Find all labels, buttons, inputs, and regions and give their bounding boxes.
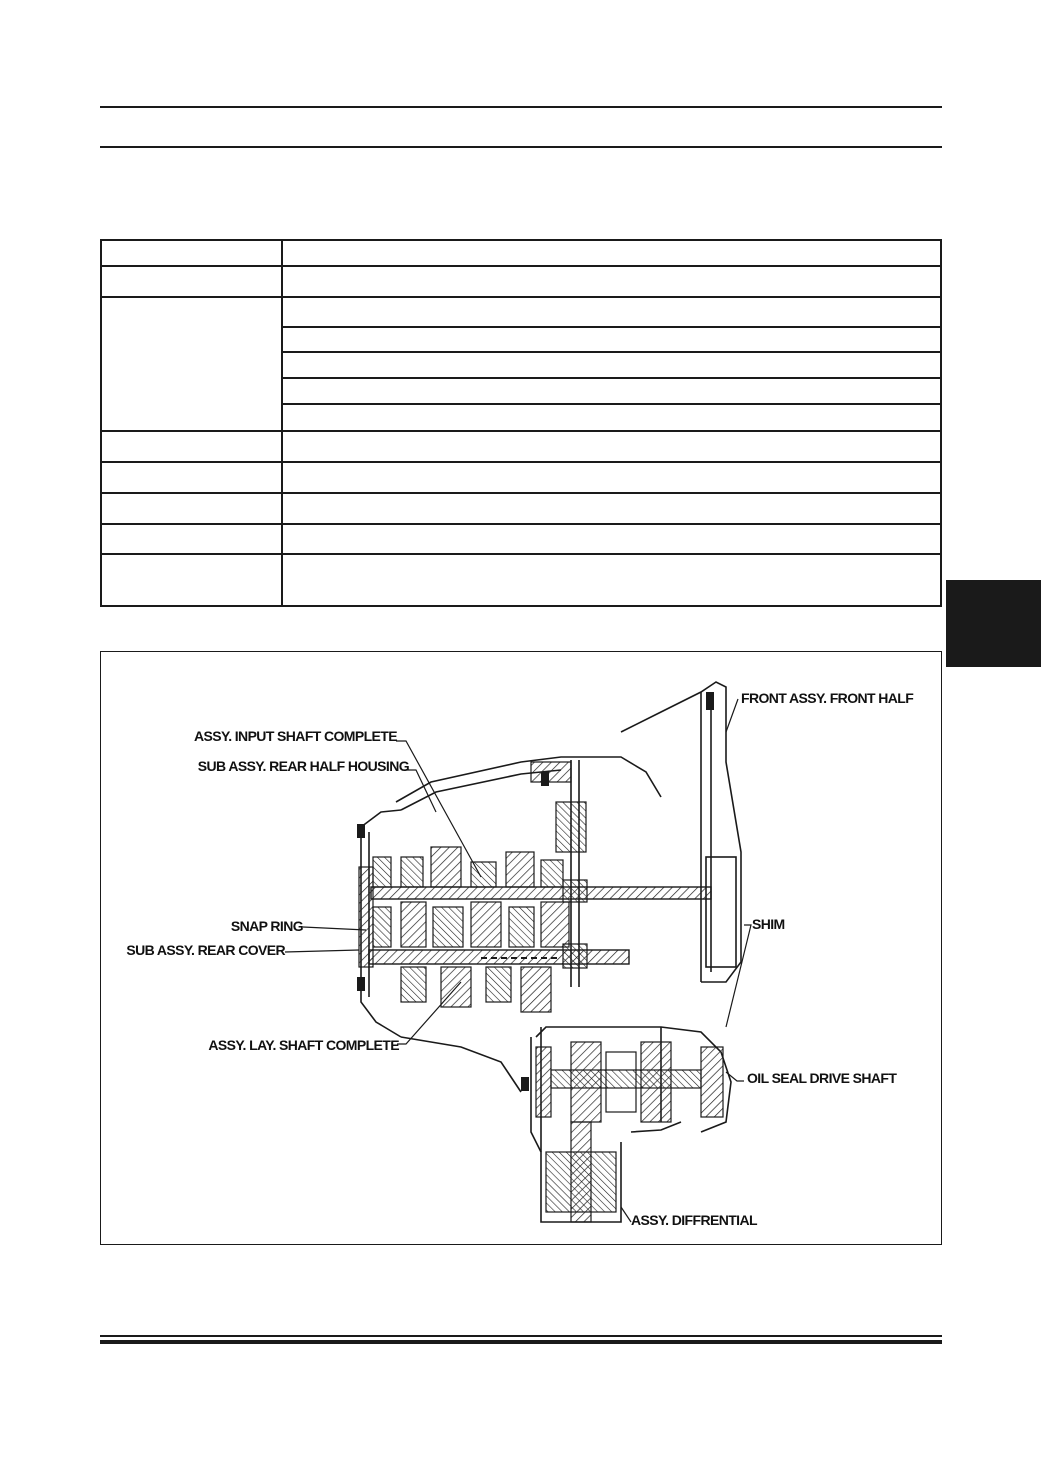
table-row-divider — [102, 553, 940, 555]
table-row-divider — [102, 461, 940, 463]
label-snap-ring: SNAP RING — [230, 918, 304, 934]
table-row-divider — [102, 296, 940, 298]
transaxle-cross-section-figure: FRONT ASSY. FRONT HALF ASSY. INPUT SHAFT… — [100, 651, 942, 1245]
label-input-shaft-complete: ASSY. INPUT SHAFT COMPLETE — [194, 728, 398, 744]
header-rule-bottom — [100, 146, 942, 148]
table-row-divider — [102, 265, 940, 267]
specification-table — [100, 239, 942, 607]
table-row-divider — [102, 523, 940, 525]
label-oil-seal-drive-shaft: OIL SEAL DRIVE SHAFT — [747, 1070, 897, 1086]
table-column-divider — [281, 241, 283, 605]
label-shim: SHIM — [752, 916, 785, 932]
table-row-divider — [281, 326, 940, 328]
label-front-assy-front-half: FRONT ASSY. FRONT HALF — [741, 690, 914, 706]
transaxle-cross-section-drawing — [284, 681, 752, 1223]
footer-rule-thick — [100, 1340, 942, 1344]
table-row-divider — [102, 430, 940, 432]
label-lay-shaft-complete: ASSY. LAY. SHAFT COMPLETE — [208, 1037, 399, 1053]
chapter-tab — [946, 580, 1041, 667]
label-rear-half-housing: SUB ASSY. REAR HALF HOUSING — [197, 758, 410, 774]
table-row-divider — [281, 403, 940, 405]
footer-rule-thin — [100, 1335, 942, 1337]
table-row-divider — [281, 351, 940, 353]
header-rule-top — [100, 106, 942, 108]
table-row-divider — [102, 492, 940, 494]
table-row-divider — [281, 377, 940, 379]
label-assy-differential: ASSY. DIFFRENTIAL — [631, 1212, 758, 1228]
label-rear-cover: SUB ASSY. REAR COVER — [126, 942, 285, 958]
